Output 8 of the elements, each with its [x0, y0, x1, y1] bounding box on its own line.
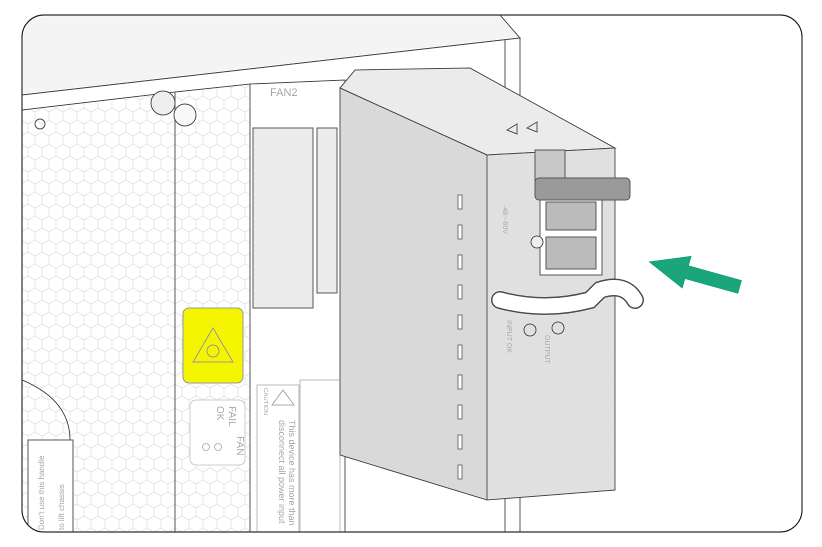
led-label: FAIL — [226, 406, 236, 427]
warning-text: Don't use this handle — [38, 456, 46, 530]
panel-label: FAN — [234, 436, 244, 456]
caution-text: This device has more than — [287, 420, 296, 526]
led-label: OK — [214, 406, 224, 420]
caution-text: disconnect all power input — [277, 420, 286, 524]
warning-text: to lift chassis — [58, 484, 66, 530]
panel-label: FAN2 — [270, 88, 298, 99]
